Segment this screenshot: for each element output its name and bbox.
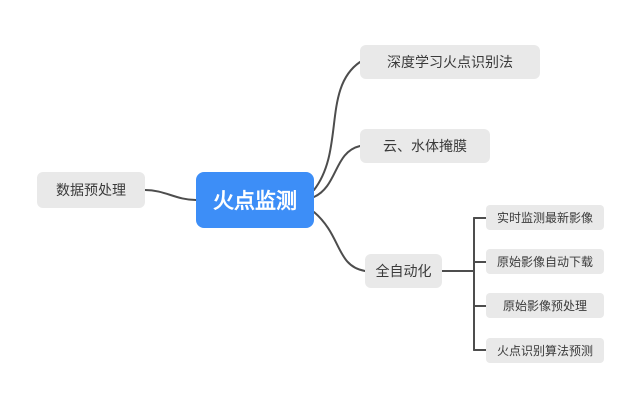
node-data-preprocessing[interactable]: 数据预处理 <box>37 172 145 208</box>
connector-root-to-branch2 <box>313 211 366 272</box>
connector-root-to-branch0 <box>313 61 361 191</box>
node-raw-imagery-auto-download[interactable]: 原始影像自动下载 <box>486 249 604 274</box>
node-deep-learning-fire-detection[interactable]: 深度学习火点识别法 <box>360 45 540 79</box>
connector-root-to-branch1 <box>313 145 361 198</box>
node-realtime-latest-imagery[interactable]: 实时监测最新影像 <box>486 205 604 230</box>
node-raw-imagery-preprocessing[interactable]: 原始影像预处理 <box>486 293 604 318</box>
node-fire-detection-algorithm-predict[interactable]: 火点识别算法预测 <box>486 338 604 363</box>
node-cloud-water-mask[interactable]: 云、水体掩膜 <box>360 129 490 163</box>
node-root-fire-monitoring[interactable]: 火点监测 <box>196 172 314 228</box>
connector-left-to-root <box>144 189 197 201</box>
node-full-automation[interactable]: 全自动化 <box>365 254 442 288</box>
